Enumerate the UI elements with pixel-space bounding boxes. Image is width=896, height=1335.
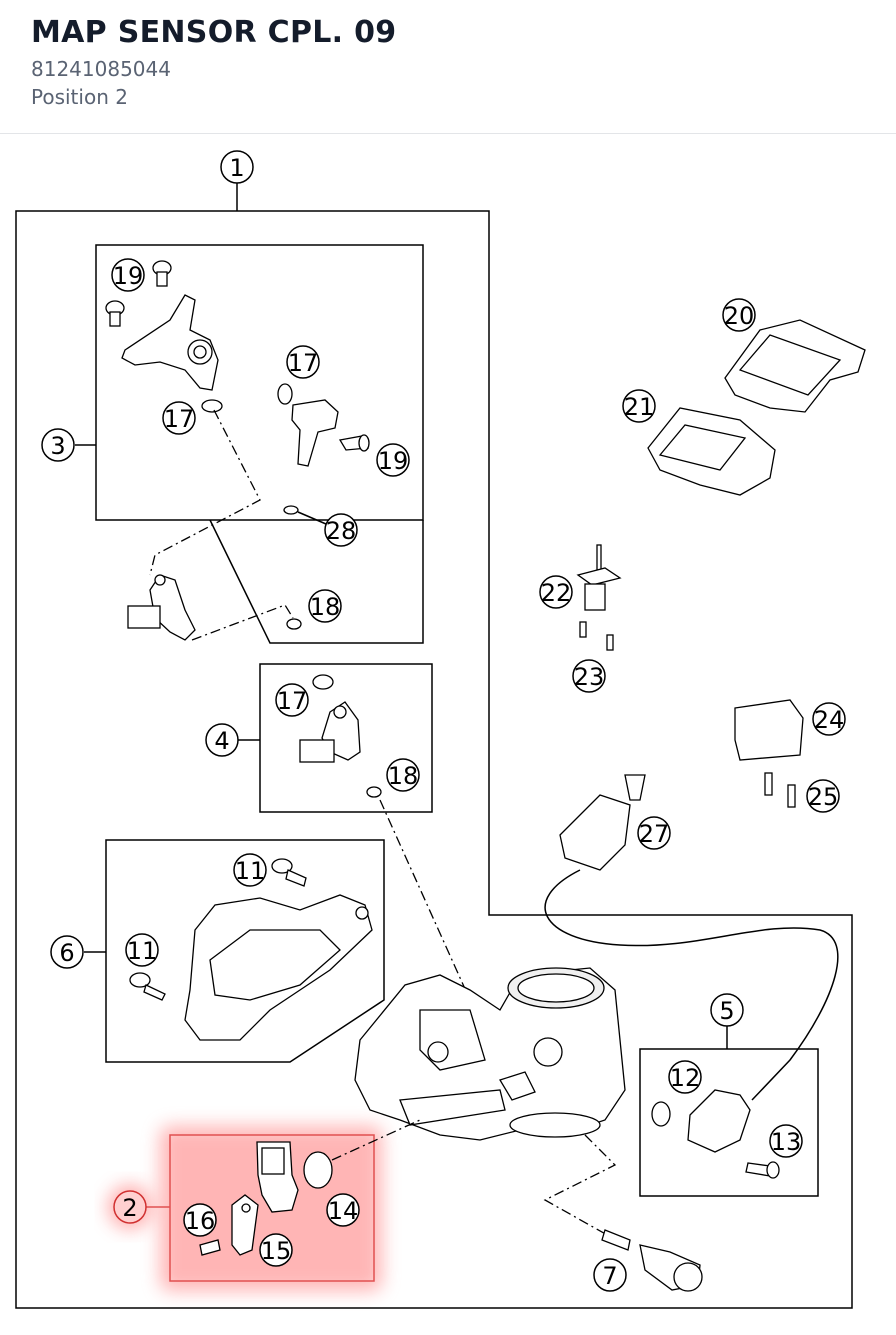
svg-text:11: 11 (235, 857, 266, 885)
callout-19-b[interactable]: 19 (376, 443, 410, 477)
callout-25[interactable]: 25 (806, 779, 840, 813)
svg-text:23: 23 (574, 663, 605, 691)
callout-1[interactable]: 1 (220, 150, 254, 184)
svg-text:6: 6 (59, 939, 74, 967)
callouts: 1 2 3 4 5 6 7 11 11 12 13 14 15 16 17 17… (41, 150, 846, 1292)
callout-14[interactable]: 14 (326, 1193, 360, 1227)
callout-15[interactable]: 15 (259, 1233, 293, 1267)
callout-11-a[interactable]: 11 (233, 853, 267, 887)
svg-text:18: 18 (310, 593, 341, 621)
callout-7[interactable]: 7 (593, 1258, 627, 1292)
svg-text:17: 17 (277, 687, 308, 715)
svg-text:16: 16 (185, 1207, 216, 1235)
highlighted-frame-2 (169, 1134, 375, 1282)
callout-2-highlighted[interactable]: 2 (113, 1190, 147, 1224)
callout-19-a[interactable]: 19 (111, 258, 145, 292)
svg-text:13: 13 (771, 1128, 802, 1156)
page-header: MAP SENSOR CPL. 09 81241085044 Position … (0, 0, 896, 134)
svg-text:7: 7 (602, 1262, 617, 1290)
svg-text:12: 12 (670, 1064, 701, 1092)
callout-11-b[interactable]: 11 (125, 933, 159, 967)
callout-16[interactable]: 16 (183, 1203, 217, 1237)
callout-21[interactable]: 21 (622, 389, 656, 423)
callout-13[interactable]: 13 (769, 1124, 803, 1158)
svg-text:21: 21 (624, 393, 655, 421)
svg-text:5: 5 (719, 997, 734, 1025)
svg-text:3: 3 (50, 432, 65, 460)
callout-23[interactable]: 23 (572, 659, 606, 693)
svg-text:19: 19 (113, 262, 144, 290)
svg-text:25: 25 (808, 783, 839, 811)
callout-3[interactable]: 3 (41, 428, 75, 462)
part-number: 81241085044 (31, 57, 171, 81)
svg-text:22: 22 (541, 579, 572, 607)
callout-18-b[interactable]: 18 (386, 758, 420, 792)
svg-text:27: 27 (639, 820, 670, 848)
callout-12[interactable]: 12 (668, 1060, 702, 1094)
svg-text:19: 19 (378, 447, 409, 475)
callout-6[interactable]: 6 (50, 935, 84, 969)
page-title: MAP SENSOR CPL. 09 (31, 15, 397, 50)
svg-text:2: 2 (122, 1194, 137, 1222)
callout-5[interactable]: 5 (710, 993, 744, 1027)
callout-24[interactable]: 24 (812, 702, 846, 736)
callout-27[interactable]: 27 (637, 816, 671, 850)
svg-text:11: 11 (127, 937, 158, 965)
svg-text:18: 18 (388, 762, 419, 790)
callout-4[interactable]: 4 (205, 723, 239, 757)
part-drawings (105, 260, 866, 1292)
callout-18-a[interactable]: 18 (308, 589, 342, 623)
callout-28[interactable]: 28 (324, 513, 358, 547)
callout-20[interactable]: 20 (722, 298, 756, 332)
svg-text:20: 20 (724, 302, 755, 330)
svg-text:17: 17 (164, 405, 195, 433)
svg-text:28: 28 (326, 517, 357, 545)
svg-text:24: 24 (814, 706, 845, 734)
svg-text:4: 4 (214, 727, 229, 755)
assembly-frames (15, 182, 853, 1309)
svg-text:17: 17 (288, 349, 319, 377)
svg-text:14: 14 (328, 1197, 359, 1225)
callout-17-b[interactable]: 17 (162, 401, 196, 435)
callout-22[interactable]: 22 (539, 575, 573, 609)
svg-text:15: 15 (261, 1237, 292, 1265)
callout-17-a[interactable]: 17 (286, 345, 320, 379)
position-label: Position 2 (31, 85, 128, 109)
callout-17-c[interactable]: 17 (275, 683, 309, 717)
svg-text:1: 1 (229, 154, 244, 182)
